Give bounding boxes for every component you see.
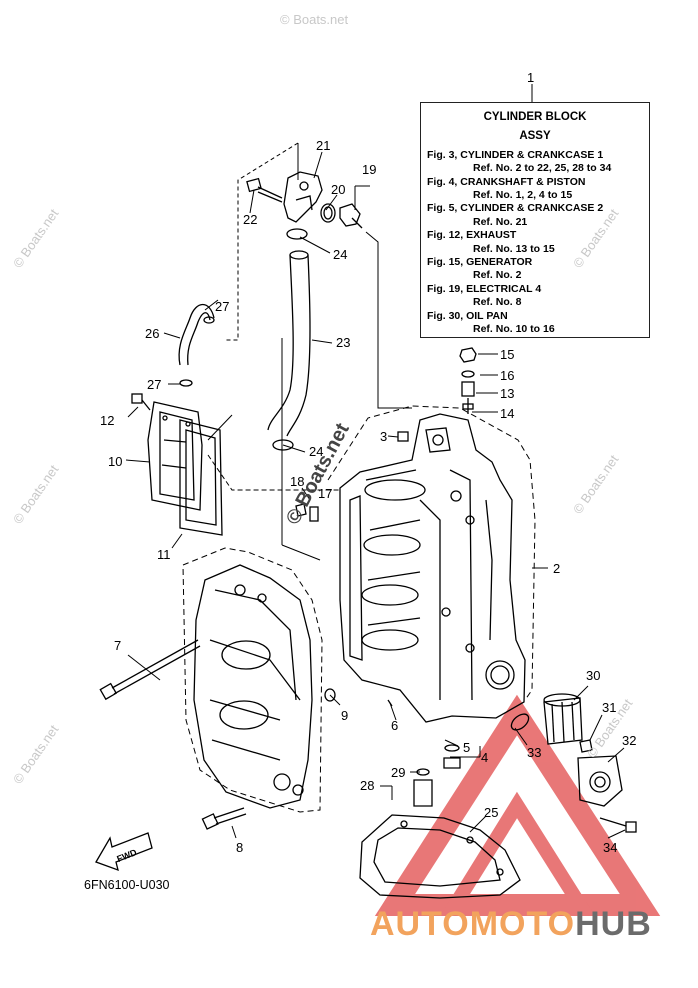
dowel-3 [397, 431, 409, 442]
hose-26 [178, 303, 215, 366]
oring-24b [272, 439, 294, 451]
brand-part-auto: AUTO [370, 905, 470, 943]
crankcase [193, 564, 313, 809]
legend-ref: Ref. No. 2 [473, 269, 522, 282]
legend-ref: Ref. No. 8 [473, 296, 522, 309]
thermostat-cover [283, 171, 323, 223]
callout-6: 6 [391, 718, 398, 733]
oring-29 [416, 768, 430, 776]
legend-ref: Ref. No. 10 to 16 [473, 323, 555, 336]
callout-27b: 27 [147, 377, 161, 392]
callout-34: 34 [603, 840, 617, 855]
callout-26: 26 [145, 326, 159, 341]
callout-24a: 24 [333, 247, 347, 262]
clip-27b [179, 379, 193, 387]
bolt-8 [201, 807, 247, 830]
callout-17: 17 [318, 486, 332, 501]
legend-box: CYLINDER BLOCK ASSY Fig. 3, CYLINDER & C… [420, 102, 650, 338]
legend-ref: Ref. No. 2 to 22, 25, 28 to 34 [473, 162, 612, 175]
callout-4: 4 [481, 750, 488, 765]
callout-32: 32 [622, 733, 636, 748]
legend-subtitle: ASSY [519, 130, 551, 143]
legend-ref: Ref. No. 1, 2, 4 to 15 [473, 189, 573, 202]
parts-line-art [99, 171, 637, 899]
gasket-20 [320, 203, 336, 223]
brand-part-moto: MOTO [469, 905, 576, 943]
callout-16: 16 [500, 368, 514, 383]
callout-23: 23 [336, 335, 350, 350]
callout-29: 29 [391, 765, 405, 780]
callout-31: 31 [602, 700, 616, 715]
callout-15: 15 [500, 347, 514, 362]
fitting-31 [579, 739, 593, 753]
callout-18: 18 [290, 474, 304, 489]
callout-10: 10 [108, 454, 122, 469]
oring-24a [286, 228, 308, 240]
callout-12: 12 [100, 413, 114, 428]
clip-27a [203, 316, 215, 324]
legend-fig: Fig. 30, OIL PAN [427, 309, 508, 322]
callout-28: 28 [360, 778, 374, 793]
callout-2: 2 [553, 561, 560, 576]
callout-7: 7 [114, 638, 121, 653]
legend-ref: Ref. No. 21 [473, 215, 528, 228]
callout-9: 9 [341, 708, 348, 723]
legend-fig: Fig. 15, GENERATOR [427, 256, 533, 269]
callout-22: 22 [243, 212, 257, 227]
legend-fig: Fig. 12, EXHAUST [427, 229, 517, 242]
legend-ref: Ref. No. 13 to 15 [473, 242, 555, 255]
gasket-25 [359, 814, 521, 899]
oring-9 [324, 688, 336, 702]
thermostat-19 [339, 203, 363, 229]
oring-33 [510, 713, 530, 731]
brand-part-hub: HUB [575, 905, 652, 943]
brand-logo-text: AUTOMOTOHUB [370, 905, 652, 944]
callout-25: 25 [484, 805, 498, 820]
washer-4 [444, 744, 460, 752]
callout-20: 20 [331, 182, 345, 197]
bolt-18 [295, 503, 319, 522]
oil-filter-30 [543, 693, 583, 745]
callout-33: 33 [527, 745, 541, 760]
fwd-label: FWD [115, 847, 138, 864]
exhaust-cover-10 [147, 401, 203, 511]
callout-1: 1 [527, 70, 534, 85]
callout-5: 5 [463, 740, 470, 755]
plug-5 [443, 757, 461, 769]
legend-fig: Fig. 4, CRANKSHAFT & PISTON [427, 175, 586, 188]
bolt-22 [246, 177, 283, 203]
legend-fig: Fig. 3, CYLINDER & CRANKCASE 1 [427, 148, 604, 161]
filter-housing-32 [577, 755, 623, 807]
leader-lines [125, 84, 626, 839]
callout-21: 21 [316, 138, 330, 153]
callout-11: 11 [157, 547, 171, 562]
hose-23 [267, 254, 311, 437]
callout-19: 19 [362, 162, 376, 177]
callout-13: 13 [500, 386, 514, 401]
callout-3: 3 [380, 429, 387, 444]
gasket-11 [179, 419, 223, 536]
pin-6 [387, 699, 393, 707]
cylinder-block-2 [339, 413, 526, 723]
drain-parts [459, 347, 477, 414]
callout-8: 8 [236, 840, 243, 855]
diagram-code: 6FN6100-U030 [84, 878, 170, 892]
callout-labels: 1 2 3 4 5 6 7 8 9 10 11 12 13 14 15 16 1… [100, 70, 636, 855]
bolt-34 [599, 817, 637, 833]
bolt-7 [99, 639, 201, 701]
callout-30: 30 [586, 668, 600, 683]
bolt-12 [131, 393, 151, 411]
collar-28 [413, 779, 433, 807]
watermark: © Boats.net [280, 12, 349, 27]
brand-triangle-logo [374, 694, 661, 916]
callout-14: 14 [500, 406, 514, 421]
fwd-arrow-icon [95, 832, 153, 872]
legend-fig: Fig. 5, CYLINDER & CRANKCASE 2 [427, 202, 604, 215]
legend-title: CYLINDER BLOCK [483, 111, 587, 123]
callout-27a: 27 [215, 299, 229, 314]
callout-24b: 24 [309, 444, 323, 459]
legend-fig: Fig. 19, ELECTRICAL 4 [427, 282, 542, 295]
